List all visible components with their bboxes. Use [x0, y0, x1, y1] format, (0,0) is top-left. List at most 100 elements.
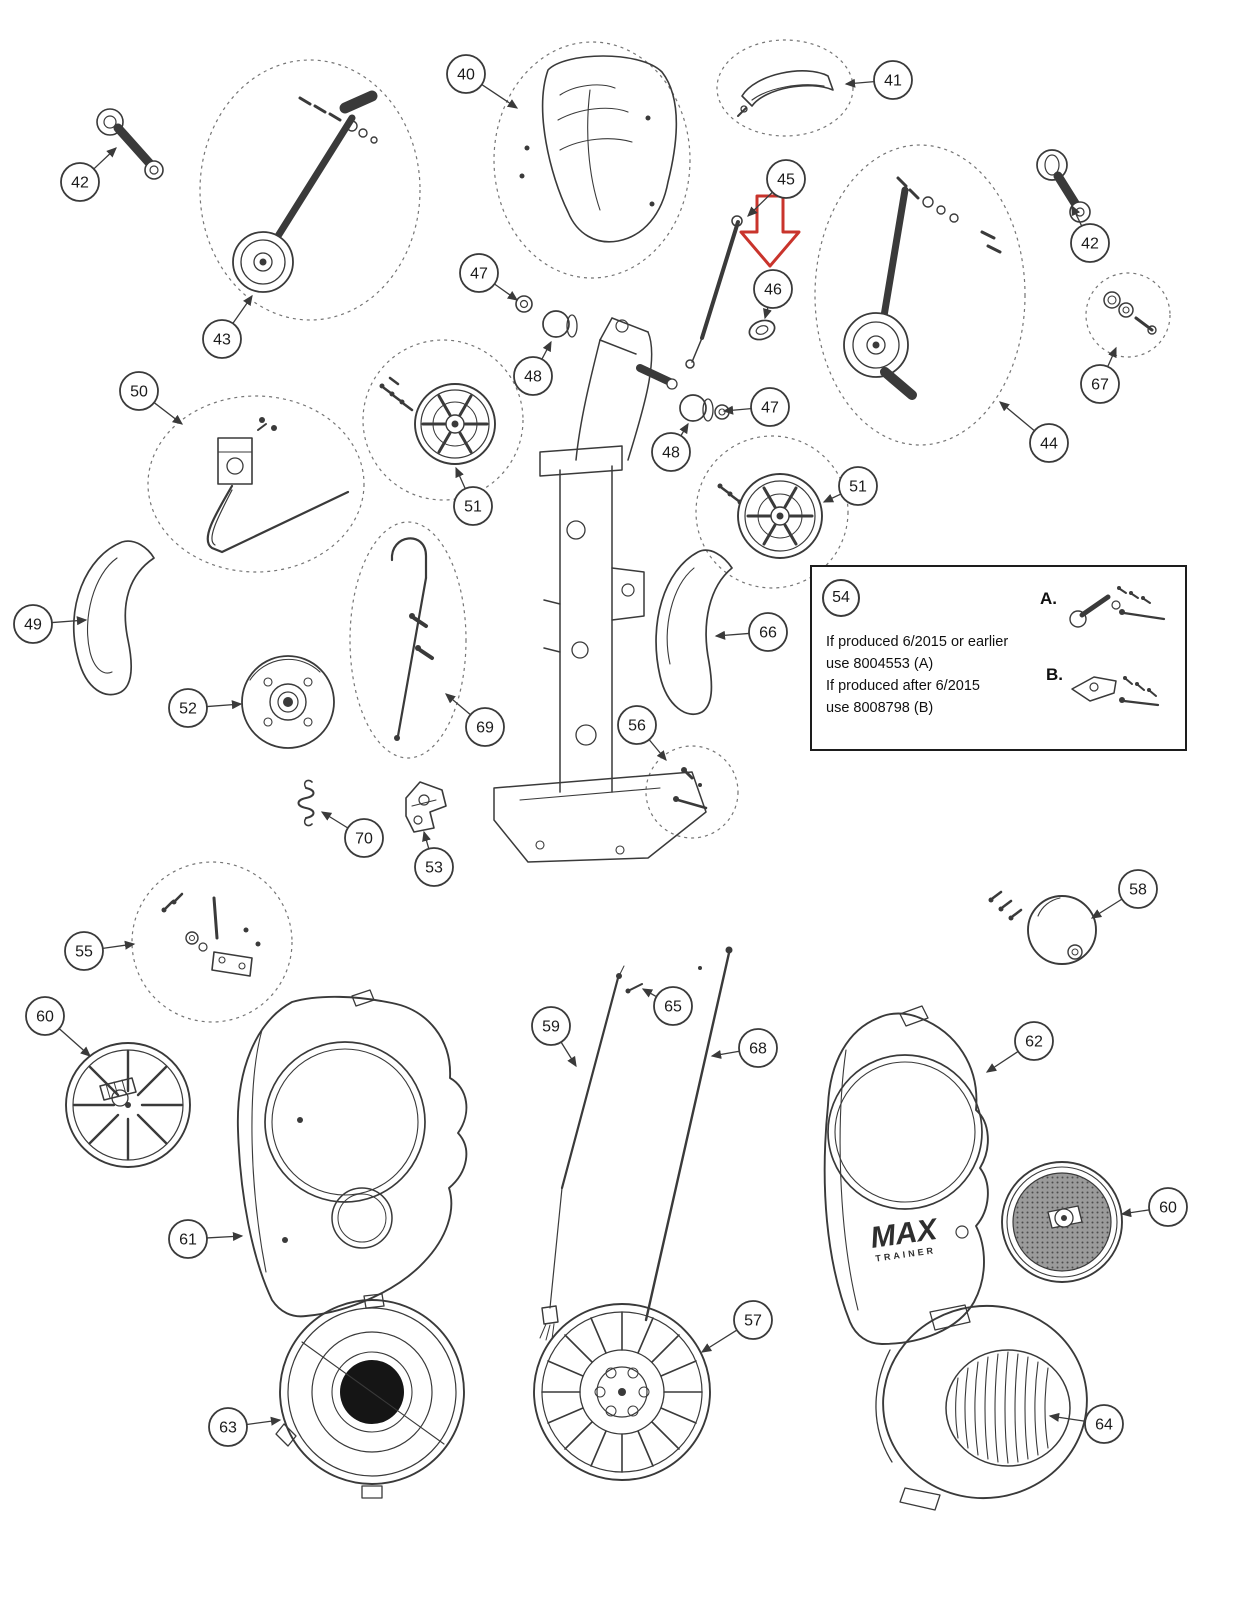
- callout-leader-line: [714, 630, 750, 640]
- callout-51: 51: [822, 466, 878, 506]
- svg-text:55: 55: [75, 944, 93, 961]
- callout-leader-line: [422, 830, 431, 849]
- part-70-spring: [297, 779, 315, 827]
- callout-47: 47: [722, 387, 790, 427]
- svg-text:46: 46: [764, 282, 782, 299]
- callout-60: 60: [25, 996, 91, 1057]
- svg-text:70: 70: [355, 831, 373, 848]
- callout-leader-line: [641, 988, 657, 998]
- part-53-bracket: [405, 781, 447, 833]
- callout-64: 64: [1048, 1404, 1124, 1444]
- callout-leader-line: [560, 1041, 577, 1068]
- svg-text:47: 47: [470, 266, 488, 283]
- note-text: If produced 6/2015 or earlier use 800455…: [826, 631, 1008, 719]
- callout-leader-line: [320, 811, 349, 829]
- svg-text:60: 60: [1159, 1200, 1177, 1217]
- callout-leader-line: [445, 693, 471, 716]
- svg-text:45: 45: [777, 172, 795, 189]
- part-49-guard: [72, 540, 155, 696]
- callout-40: 40: [446, 54, 519, 109]
- svg-text:40: 40: [457, 67, 475, 84]
- callout-42: 42: [1070, 204, 1110, 263]
- callout-leader-line: [648, 739, 667, 762]
- part-57-fan: [533, 1303, 711, 1481]
- part-42-right: [1036, 149, 1091, 223]
- part-47-48-right: [679, 394, 730, 422]
- svg-text:53: 53: [425, 860, 443, 877]
- svg-text:62: 62: [1025, 1034, 1043, 1051]
- callout-46: 46: [753, 269, 793, 320]
- group-outlines: [131, 39, 1171, 1023]
- callout-51: 51: [453, 466, 493, 526]
- callout-leader-line: [481, 83, 519, 109]
- part-60-left-wheel: [65, 1042, 191, 1168]
- callout-49: 49: [13, 604, 88, 644]
- callout-leader-line: [1107, 346, 1117, 367]
- part-59-cable: [539, 965, 625, 1341]
- svg-text:48: 48: [662, 445, 680, 462]
- option-a-image: [1069, 586, 1166, 628]
- callout-leader-line: [822, 493, 842, 503]
- svg-text:66: 66: [759, 625, 777, 642]
- note-line: use 8008798 (B): [826, 700, 934, 717]
- callout-leader-line: [246, 1416, 282, 1426]
- callout-48: 48: [651, 422, 691, 472]
- part-51-left-pulley: [379, 376, 496, 465]
- callout-57: 57: [700, 1300, 773, 1353]
- callout-68: 68: [710, 1028, 778, 1068]
- callout-leader-line: [1071, 204, 1083, 227]
- callout-leader-line: [710, 1049, 740, 1059]
- callout-leader-line: [700, 1329, 738, 1353]
- note-line: If produced after 6/2015: [826, 678, 980, 695]
- svg-text:57: 57: [744, 1313, 762, 1330]
- callout-48: 48: [513, 340, 553, 396]
- part-61-shroud: [236, 989, 468, 1318]
- part-51-right-pulley: [717, 473, 823, 559]
- part-47-48-left: [515, 295, 578, 338]
- callout-leader-line: [1048, 1412, 1086, 1422]
- part-41-handle: [737, 70, 834, 117]
- svg-text:49: 49: [24, 617, 42, 634]
- svg-text:60: 60: [36, 1009, 54, 1026]
- callout-leader-line: [722, 405, 752, 415]
- svg-text:63: 63: [219, 1420, 237, 1437]
- callout-50: 50: [119, 371, 184, 425]
- callout-leader-line: [844, 78, 875, 88]
- callout-leader-line: [455, 466, 466, 489]
- part-46-clamp: [748, 319, 776, 341]
- option-b-label: B.: [1046, 665, 1063, 684]
- part-42-left: [96, 108, 164, 180]
- callout-53: 53: [414, 830, 454, 887]
- svg-text:44: 44: [1040, 436, 1058, 453]
- part-64-housing: [875, 1304, 1088, 1511]
- callout-leader-line: [985, 1050, 1019, 1073]
- option-b-image: [1071, 676, 1160, 707]
- callout-66: 66: [714, 612, 788, 652]
- part-52-disc: [241, 655, 335, 749]
- svg-text:42: 42: [71, 175, 89, 192]
- callout-leader-line: [679, 422, 689, 437]
- part-69-rod: [390, 537, 434, 741]
- callout-leader-line: [999, 401, 1035, 432]
- callout-leader-line: [58, 1028, 91, 1057]
- callout-leader-line: [1090, 898, 1123, 919]
- callout-leader-line: [763, 307, 772, 320]
- callout-61: 61: [168, 1219, 244, 1259]
- part-45-strut: [685, 215, 743, 369]
- svg-text:58: 58: [1129, 882, 1147, 899]
- option-a-label: A.: [1040, 589, 1057, 608]
- part-63-cover: [275, 1293, 465, 1499]
- svg-text:69: 69: [476, 720, 494, 737]
- callout-58: 58: [1090, 869, 1158, 919]
- svg-text:52: 52: [179, 701, 197, 718]
- callout-65: 65: [641, 986, 693, 1026]
- svg-text:51: 51: [464, 499, 482, 516]
- part-60-right-wheel: [1001, 1161, 1123, 1283]
- callout-42: 42: [60, 147, 117, 202]
- svg-text:68: 68: [749, 1041, 767, 1058]
- part-58-knob: [988, 890, 1097, 965]
- part-43-assembly: [232, 90, 378, 293]
